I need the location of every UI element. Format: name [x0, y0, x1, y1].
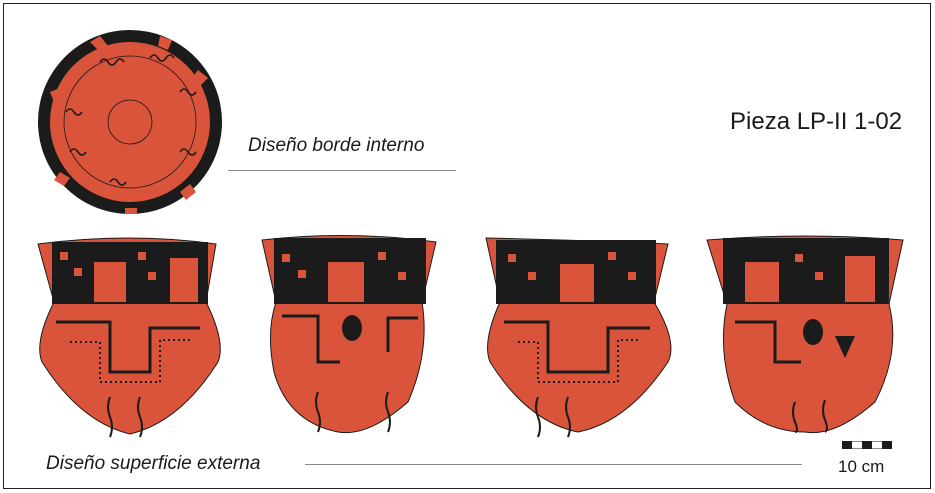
- piece-label: Pieza LP-II 1-02: [730, 108, 903, 135]
- caption-external-design: Diseño superficie externa: [46, 453, 261, 474]
- vessel-view-2: [261, 234, 437, 434]
- vessel-view-3: [485, 237, 672, 438]
- caption-rule-internal: [228, 170, 456, 171]
- scale-bar: [842, 441, 892, 449]
- scale-label: 10 cm: [838, 457, 885, 476]
- figure-frame: [3, 3, 931, 489]
- plate-top-view: [38, 30, 222, 214]
- caption-internal-design: Diseño borde interno: [248, 135, 425, 156]
- vessel-view-4: [706, 235, 904, 434]
- caption-rule-external: [305, 464, 802, 465]
- vessel-view-1: [37, 237, 221, 438]
